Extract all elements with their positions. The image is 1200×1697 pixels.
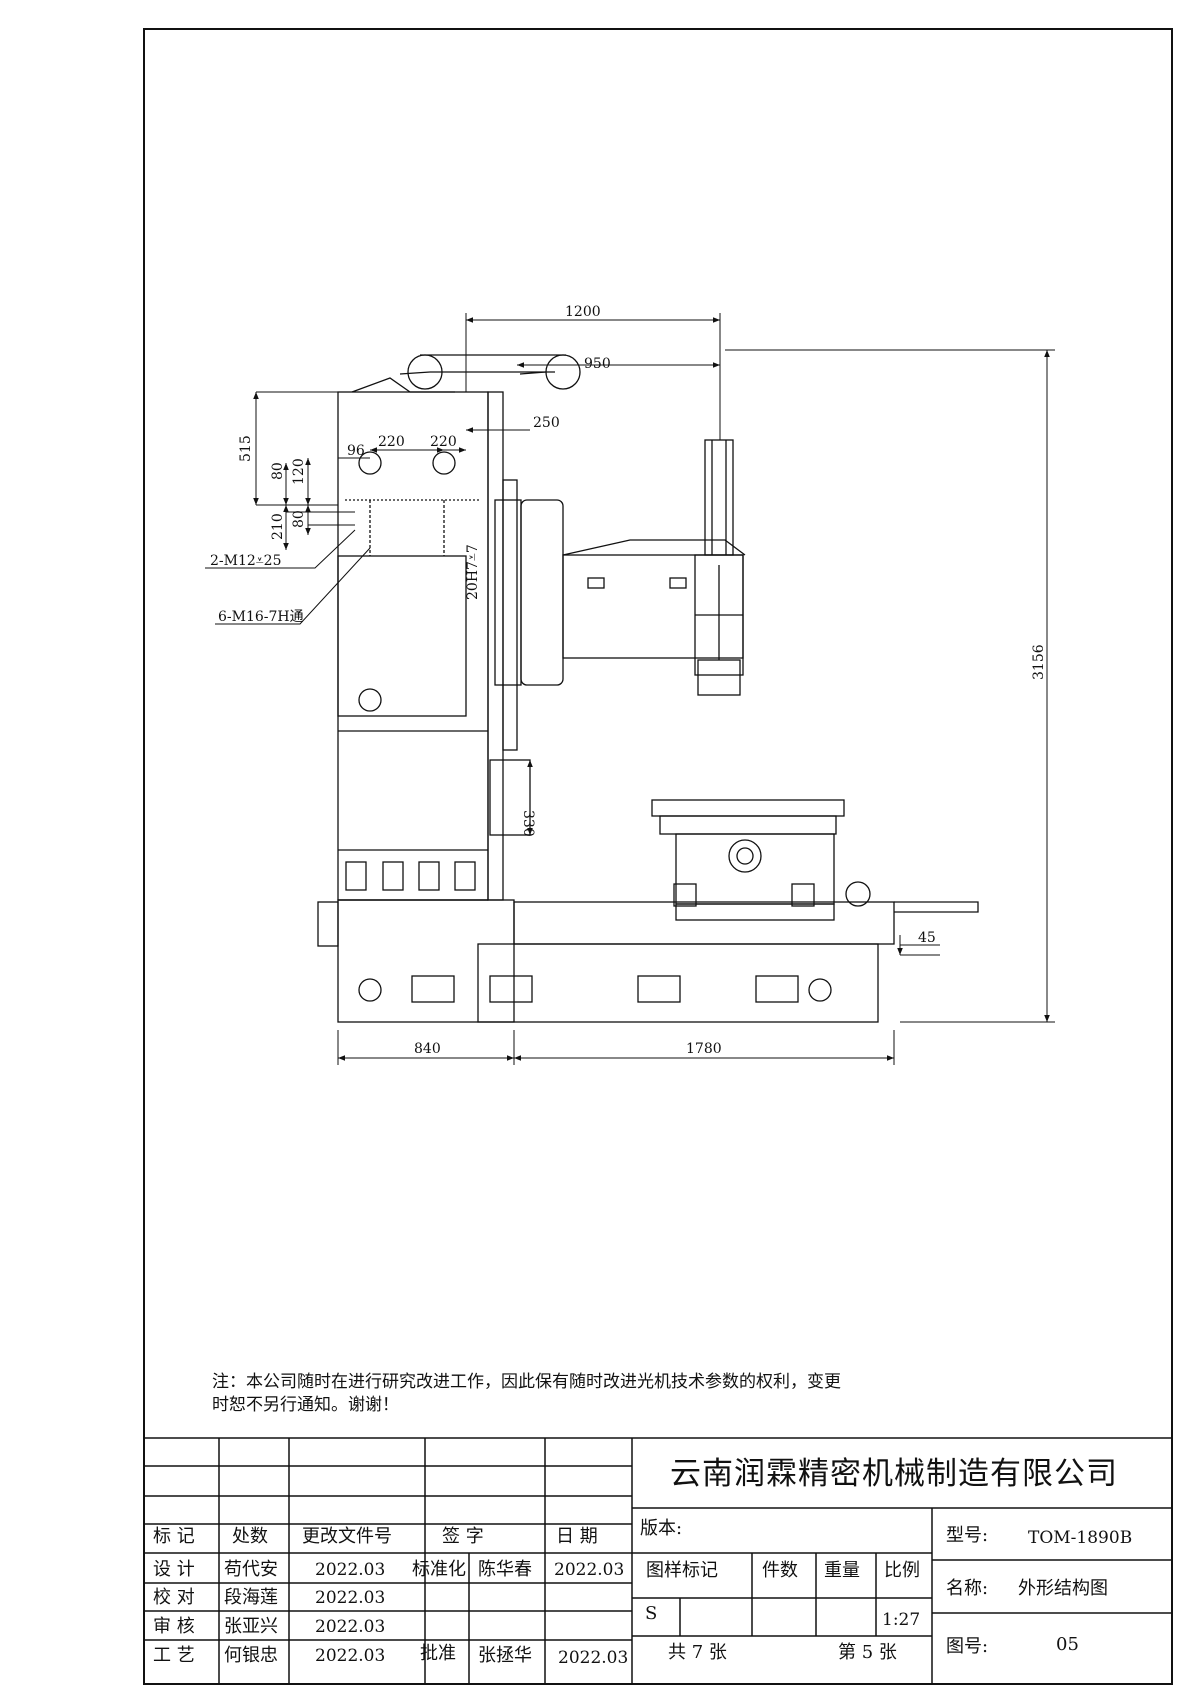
title-block-grid xyxy=(144,1437,1172,1684)
dim-1200: 1200 xyxy=(565,304,601,320)
role-standard: 标准化 xyxy=(412,1559,466,1580)
date-check: 2022.03 xyxy=(315,1588,385,1608)
date-design: 2022.03 xyxy=(315,1560,385,1580)
version-label: 版本: xyxy=(640,1518,682,1539)
sheet-border xyxy=(143,28,1173,1685)
role-process: 工 艺 xyxy=(153,1645,195,1666)
company-name: 云南润霖精密机械制造有限公司 xyxy=(670,1456,1118,1492)
total-sheets: 共 7 张 xyxy=(668,1642,727,1663)
scale-label: 比例 xyxy=(884,1560,920,1581)
role-approve: 批准 xyxy=(420,1643,456,1664)
scale-value: 1:27 xyxy=(882,1610,920,1630)
note-line-1: 注：本公司随时在进行研究改进工作，因此保有随时改进光机技术参数的权利，变更 xyxy=(212,1372,841,1392)
machine-outline xyxy=(317,354,979,1023)
dim-330: 330 xyxy=(520,810,536,837)
person-design: 苟代安 xyxy=(224,1559,278,1580)
dim-1780: 1780 xyxy=(686,1041,722,1057)
header-doc: 更改文件号 xyxy=(302,1526,392,1547)
role-check: 校 对 xyxy=(153,1587,195,1608)
person-process: 何银忠 xyxy=(224,1645,278,1666)
dim-96: 96 xyxy=(347,443,365,459)
date-approve: 2022.03 xyxy=(558,1648,628,1668)
dim-250: 250 xyxy=(533,415,560,431)
dim-45: 45 xyxy=(918,930,936,946)
role-design: 设 计 xyxy=(153,1559,195,1580)
dim-3156: 3156 xyxy=(1031,644,1047,680)
header-date: 日 期 xyxy=(556,1526,598,1547)
dim-80-lower: 80 xyxy=(291,510,307,528)
dim-80-upper: 80 xyxy=(270,462,286,480)
model-label: 型号: xyxy=(946,1525,988,1546)
drawing-number-value: 05 xyxy=(1056,1634,1079,1655)
header-mark: 标 记 xyxy=(153,1526,195,1547)
role-review: 审 核 xyxy=(153,1616,195,1637)
revision-note: 注：本公司随时在进行研究改进工作，因此保有随时改进光机技术参数的权利，变更 时恕… xyxy=(212,1371,972,1417)
dim-840: 840 xyxy=(414,1041,441,1057)
drawing-number-label: 图号: xyxy=(946,1636,988,1657)
note-line-2: 时恕不另行通知。谢谢！ xyxy=(212,1395,399,1415)
dim-220-left: 220 xyxy=(378,434,405,450)
header-sign: 签 字 xyxy=(442,1526,484,1547)
dim-220-right: 220 xyxy=(430,434,457,450)
sample-mark-label: 图样标记 xyxy=(646,1560,718,1581)
header-count: 处数 xyxy=(232,1526,268,1547)
callout-m16: 6-M16-7H通 xyxy=(218,609,304,625)
date-process: 2022.03 xyxy=(315,1646,385,1666)
pieces-label: 件数 xyxy=(762,1560,798,1581)
weight-label: 重量 xyxy=(824,1560,860,1581)
model-value: TOM-1890B xyxy=(1028,1528,1132,1548)
callout-m12: 2-M12⩡25 xyxy=(210,553,282,569)
dim-950: 950 xyxy=(584,356,611,372)
person-check: 段海莲 xyxy=(224,1587,278,1608)
dim-20h7: 20H7⩡7 xyxy=(465,544,481,600)
dimension-lines xyxy=(205,313,1055,1065)
date-review: 2022.03 xyxy=(315,1617,385,1637)
dim-210: 210 xyxy=(270,513,286,540)
dim-515: 515 xyxy=(238,435,254,462)
date-standard: 2022.03 xyxy=(554,1560,624,1580)
part-name-label: 名称: xyxy=(946,1578,988,1599)
part-name-value: 外形结构图 xyxy=(1018,1578,1108,1599)
sample-mark-value: S xyxy=(645,1603,657,1624)
person-review: 张亚兴 xyxy=(224,1616,278,1637)
sheet-number: 第 5 张 xyxy=(838,1642,897,1663)
dim-120: 120 xyxy=(291,458,307,485)
person-approve: 张拯华 xyxy=(478,1645,532,1666)
person-standard: 陈华春 xyxy=(478,1559,532,1580)
